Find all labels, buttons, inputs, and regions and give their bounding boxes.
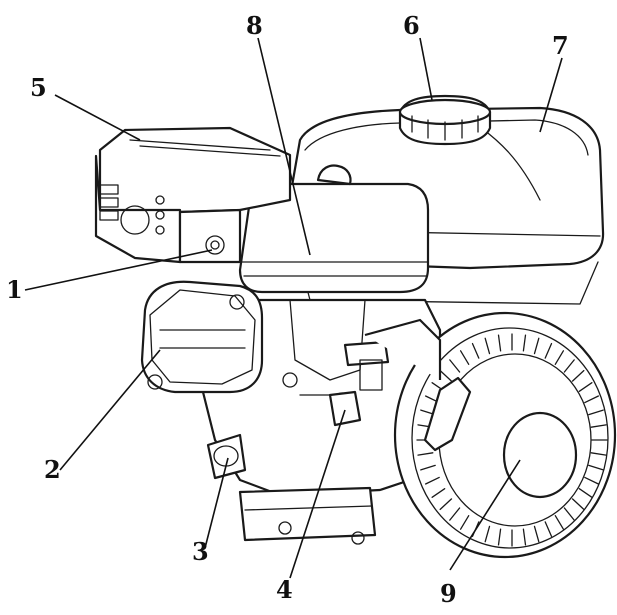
- starter-vent-rib: [571, 369, 585, 382]
- engine-base: [238, 486, 377, 545]
- starter-vent-rib: [571, 498, 585, 511]
- starter-vent-rib: [522, 334, 527, 352]
- callout-1: 1: [6, 275, 23, 304]
- starter-vent-rib: [449, 359, 461, 373]
- starter-vent-rib: [584, 395, 600, 404]
- starter-vent-rib: [588, 409, 604, 416]
- leader-8: [257, 37, 311, 256]
- starter-vent-rib: [544, 342, 553, 359]
- starter-vent-rib: [484, 525, 491, 543]
- starter-vent-rib: [439, 369, 453, 382]
- recoil-starter: [364, 311, 617, 559]
- starter-vent-rib: [563, 507, 575, 521]
- leader-2: [59, 349, 161, 471]
- fuel-valve: [328, 340, 390, 427]
- callout-3: 3: [192, 537, 209, 566]
- oil-filler: [206, 433, 247, 480]
- callout-2: 2: [44, 455, 61, 484]
- starter-vent-rib: [471, 342, 480, 359]
- leader-7: [539, 57, 563, 133]
- starter-vent-rib: [424, 476, 440, 485]
- rocker-cover: [140, 280, 264, 394]
- starter-vent-rib: [420, 464, 436, 471]
- starter-vent-rib: [439, 498, 453, 511]
- starter-vent-rib: [449, 507, 461, 521]
- starter-vent-rib: [431, 488, 446, 498]
- starter-vent-rib: [459, 515, 470, 530]
- starter-vent-rib: [584, 476, 600, 485]
- callout-9: 9: [440, 579, 457, 608]
- callout-4: 4: [276, 575, 293, 604]
- starter-vent-rib: [533, 525, 540, 543]
- starter-vent-rib: [554, 515, 565, 530]
- starter-vent-rib: [484, 337, 491, 355]
- starter-vent-rib: [459, 350, 470, 365]
- starter-vent-rib: [533, 337, 540, 355]
- leader-5: [54, 94, 141, 141]
- muffler: [94, 126, 292, 264]
- starter-vent-rib: [563, 359, 575, 373]
- starter-vent-rib: [590, 452, 607, 456]
- fuel-cap: [398, 94, 492, 146]
- starter-vent-rib: [497, 334, 502, 352]
- callout-8: 8: [246, 11, 263, 40]
- leader-9: [449, 459, 521, 571]
- starter-vent-rib: [578, 382, 593, 392]
- leader-6: [419, 37, 433, 101]
- starter-vent-rib: [417, 452, 434, 456]
- callout-5: 5: [30, 73, 47, 102]
- starter-vent-rib: [578, 488, 593, 498]
- starter-vent-rib: [554, 350, 565, 365]
- leader-lines: [24, 37, 563, 579]
- leader-4: [289, 409, 346, 579]
- callout-6: 6: [403, 11, 420, 40]
- leader-3: [204, 457, 229, 549]
- starter-vent-rib: [544, 521, 553, 538]
- starter-vent-rib: [590, 424, 607, 428]
- leader-1: [24, 249, 213, 291]
- starter-vent-rib: [522, 528, 527, 546]
- starter-vent-rib: [588, 464, 604, 471]
- callout-7: 7: [552, 31, 569, 60]
- starter-vent-rib: [497, 528, 502, 546]
